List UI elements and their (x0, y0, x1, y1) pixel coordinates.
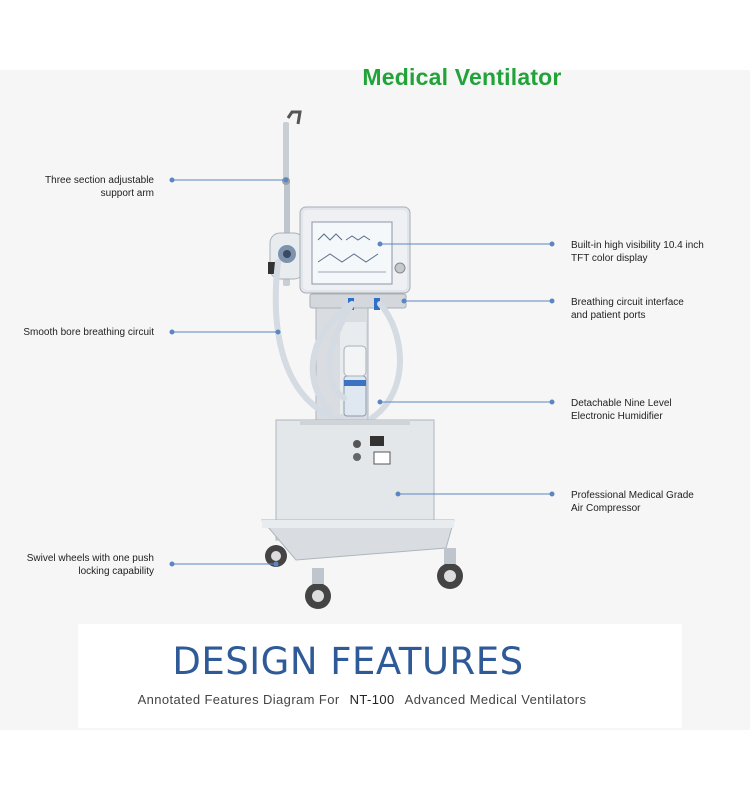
monitor (299, 206, 411, 309)
subtitle-suffix: Advanced Medical Ventilators (404, 692, 587, 707)
leader-lines (169, 177, 555, 567)
wheel-icon (265, 545, 463, 609)
label-display: Built-in high visibility 10.4 inch TFT c… (571, 240, 704, 264)
label-humidifier: Detachable Nine Level Electronic Humidif… (571, 398, 672, 422)
page-title: Medical Ventilator (362, 64, 562, 90)
footer-panel (78, 624, 682, 728)
label-compressor: Professional Medical Grade Air Compresso… (571, 490, 694, 514)
label-breathing-circuit: Smooth bore breathing circuit (23, 327, 154, 338)
subtitle-prefix: Annotated Features Diagram For (137, 692, 340, 707)
design-features-heading: DESIGN FEATURES (172, 640, 524, 683)
label-support-arm: Three section adjustable support arm (45, 175, 154, 199)
diagram-background (0, 70, 750, 730)
breathing-tubes (272, 259, 403, 423)
label-swivel-wheels: Swivel wheels with one push locking capa… (26, 553, 154, 577)
model-name: NT-100 (349, 692, 395, 707)
cart-base (260, 519, 455, 561)
label-circuit-interface: Breathing circuit interface and patient … (571, 297, 684, 321)
support-arm (268, 110, 305, 286)
diagram-subtitle: Annotated Features Diagram For NT-100 Adva… (0, 692, 724, 707)
